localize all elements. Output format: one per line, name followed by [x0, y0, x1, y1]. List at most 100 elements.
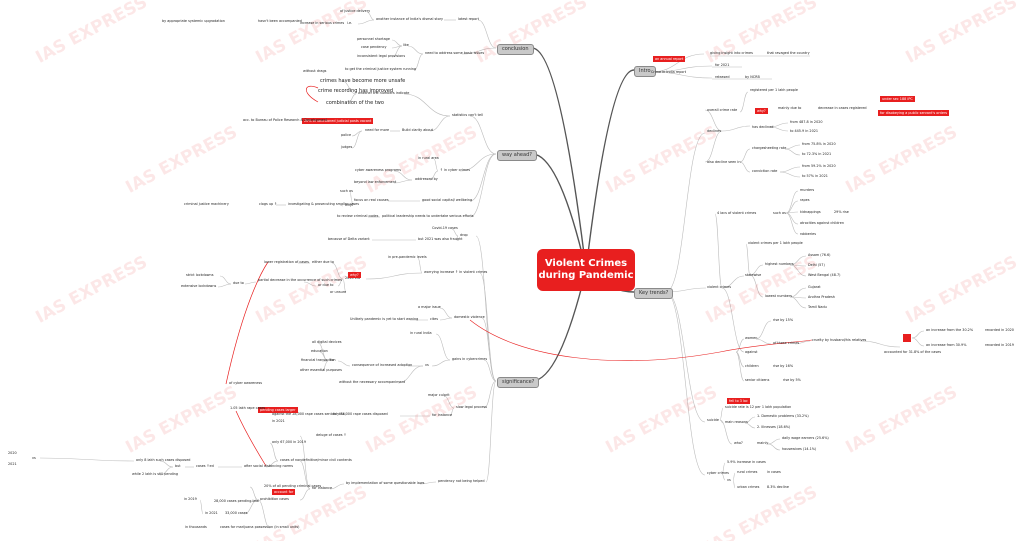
node-decl-13[interactable]: from 75.8% in 2020 — [802, 142, 836, 146]
node-sig-14[interactable]: strict lockdowns — [186, 273, 214, 277]
node-sig-58[interactable]: 28,000 cases pending trial — [214, 499, 260, 503]
category-intro[interactable]: Intro — [634, 66, 656, 77]
node-decl-17[interactable]: from 59.2% in 2020 — [802, 164, 836, 168]
node-con-2[interactable]: another instance of India's dismal story — [376, 17, 444, 21]
node-sig-38[interactable]: pending cases larger — [258, 407, 298, 413]
node-vc-9[interactable]: robberies — [800, 232, 816, 236]
node-vc-12[interactable]: highest numbers — [765, 262, 794, 266]
node-vc-6[interactable]: kidnappings — [800, 210, 821, 214]
node-wa-17[interactable]: good social capital/ wellbeing — [422, 198, 473, 202]
node-vc-25[interactable]: recorded in 2020 — [985, 328, 1014, 332]
node-sig-53[interactable]: for instance — [312, 486, 333, 490]
node-sig-51[interactable]: vs — [32, 456, 36, 460]
node-vc-23[interactable]: cruelty by husband/his relatives — [812, 338, 867, 342]
node-intro-4[interactable]: Crime in India report — [651, 70, 687, 74]
node-sui-2[interactable]: fell to 3 lac — [727, 398, 750, 404]
node-sig-26[interactable]: financial transaction — [301, 358, 336, 362]
node-sig-39[interactable]: 1.05 lakh rape cases — [230, 406, 266, 410]
node-vc-3[interactable]: such as — [773, 211, 786, 215]
node-intro-6[interactable]: released — [715, 75, 730, 79]
node-sig-56[interactable]: account for — [272, 489, 296, 495]
node-sig-34[interactable]: for instance — [432, 413, 453, 417]
node-vc-15[interactable]: West Bengal (48.7) — [808, 273, 841, 277]
node-decl-7[interactable]: under sec 188 IPC — [880, 96, 915, 102]
node-sig-36[interactable]: against the 28,000 rape cases sent for t… — [272, 412, 346, 416]
node-intro-7[interactable]: by NCRB — [745, 75, 760, 79]
category-conclusion[interactable]: conclusion — [497, 44, 534, 55]
node-vc-24[interactable]: an increase from the 30.2% — [926, 328, 974, 332]
node-intro-3[interactable]: that ravaged the country — [767, 51, 810, 55]
node-sig-42[interactable]: cases of nondefinitive/minor civil conte… — [280, 458, 352, 462]
node-sig-16[interactable]: due to — [233, 281, 244, 285]
node-wa-6[interactable]: Build clarity about — [402, 128, 434, 132]
node-cy-7[interactable]: vs — [727, 478, 731, 482]
node-con-4[interactable]: i.e. — [347, 21, 353, 25]
node-vc-30[interactable]: rise by 16% — [773, 364, 794, 368]
node-wa-22[interactable]: clogs up ↑ — [259, 202, 278, 206]
node-vc-29[interactable]: children — [745, 364, 759, 368]
node-cy-5[interactable]: urban crimes — [737, 485, 760, 489]
node-vc-11[interactable]: violent crimes per 1 lakh people — [748, 241, 803, 245]
node-sui-7[interactable]: who? — [734, 441, 743, 445]
node-sig-27[interactable]: other essential purposes — [300, 368, 342, 372]
category-key-trends[interactable]: Key trends? — [634, 288, 674, 299]
node-con-1[interactable]: latest report — [458, 17, 479, 21]
node-sui-9[interactable]: daily wage earners (25.6%) — [782, 436, 829, 440]
node-sig-8[interactable]: why? — [348, 272, 361, 278]
node-sig-52[interactable]: by implementation of some questionable l… — [346, 481, 425, 485]
node-con-8[interactable]: personnel shortage — [357, 37, 390, 41]
node-vc-18[interactable]: Andhra Pradesh — [808, 295, 835, 299]
node-wa-11[interactable]: acc. to Bureau of Police Research & Deve… — [243, 118, 328, 122]
node-wa-20[interactable]: why? — [345, 203, 354, 207]
node-con-12[interactable]: need to address some basic issues — [425, 51, 485, 55]
node-wa-19[interactable]: focus on real causes — [354, 198, 389, 202]
node-decl-3[interactable]: overall crime rate — [707, 108, 738, 112]
node-intro-5[interactable]: for 2021 — [715, 63, 730, 67]
node-sui-4[interactable]: 1. Domestic problems (33.2%) — [757, 414, 809, 418]
node-intro-2[interactable]: giving insight into crimes — [710, 51, 753, 55]
node-cy-4[interactable]: in cases — [767, 470, 781, 474]
node-sig-24[interactable]: all digital devices — [312, 340, 342, 344]
node-intro-1[interactable]: an annual report — [653, 56, 686, 62]
node-sig-48[interactable]: while 2 lakh is still pending — [132, 472, 178, 476]
node-sig-10[interactable]: either due to — [312, 260, 334, 264]
node-sig-60[interactable]: 33,000 cases — [225, 511, 248, 515]
node-sig-31[interactable]: of cyber awareness — [229, 381, 263, 385]
node-sig-47[interactable]: only 8 lakh such cases disposed — [136, 458, 191, 462]
node-sig-32[interactable]: major culprit — [428, 393, 450, 397]
node-decl-11[interactable]: to 445.9 in 2021 — [790, 129, 819, 133]
node-con-3[interactable]: of justice delivery — [340, 9, 371, 13]
node-cy-3[interactable]: rural crimes — [737, 470, 758, 474]
node-sig-30[interactable]: without the necessary accompaniment — [339, 380, 406, 384]
node-sig-13[interactable]: or unsure — [330, 290, 347, 294]
node-wa-14[interactable]: cyber awareness programs — [355, 168, 401, 172]
node-decl-6[interactable]: decrease in cases registered — [818, 106, 867, 110]
node-cy-1[interactable]: cyber crimes — [707, 471, 729, 475]
node-vc-16[interactable]: lowest numbers — [765, 294, 793, 298]
node-sig-1[interactable]: Covid-19 cases — [432, 226, 458, 230]
node-wa-2[interactable]: crime recording has improved — [318, 88, 394, 94]
node-sig-9[interactable]: lower registration of cases — [264, 260, 309, 264]
node-sig-19[interactable]: cites — [430, 317, 438, 321]
node-decl-16[interactable]: conviction rate — [752, 169, 778, 173]
node-wa-15[interactable]: addressed by — [415, 177, 438, 181]
node-sig-33[interactable]: slow legal process — [456, 405, 487, 409]
node-sig-6[interactable]: worrying increase ↑ in violent crimes — [424, 270, 488, 274]
node-sui-5[interactable]: main reasons — [725, 420, 748, 424]
node-sig-54[interactable]: 20% of all pending criminal cases — [264, 484, 322, 488]
node-vc-5[interactable]: rapes — [800, 198, 810, 202]
node-sig-15[interactable]: extensive lockdowns — [181, 284, 217, 288]
node-decl-9[interactable]: has declined — [752, 125, 774, 129]
node-sig-25[interactable]: education — [311, 349, 328, 353]
node-sig-46[interactable]: but — [175, 464, 181, 468]
node-sig-5[interactable]: in pre-pandemic levels — [388, 255, 427, 259]
node-con-11[interactable]: inconsistent legal provisions — [357, 54, 406, 58]
node-wa-21[interactable]: investigating & prosecuting smaller case… — [288, 202, 360, 206]
node-con-9[interactable]: case pendency — [361, 45, 387, 49]
node-decl-5[interactable]: mainly due to — [778, 106, 802, 110]
node-sui-8[interactable]: mainly — [757, 441, 769, 445]
node-wa-25[interactable]: political leadership needs to undertake … — [382, 214, 474, 218]
node-decl-2[interactable]: registered per 1 lakh people — [750, 88, 798, 92]
node-wa-13[interactable]: ↑ in cyber crimes — [440, 168, 471, 172]
node-vc-2[interactable]: 4 lacs of violent crimes — [717, 211, 757, 215]
